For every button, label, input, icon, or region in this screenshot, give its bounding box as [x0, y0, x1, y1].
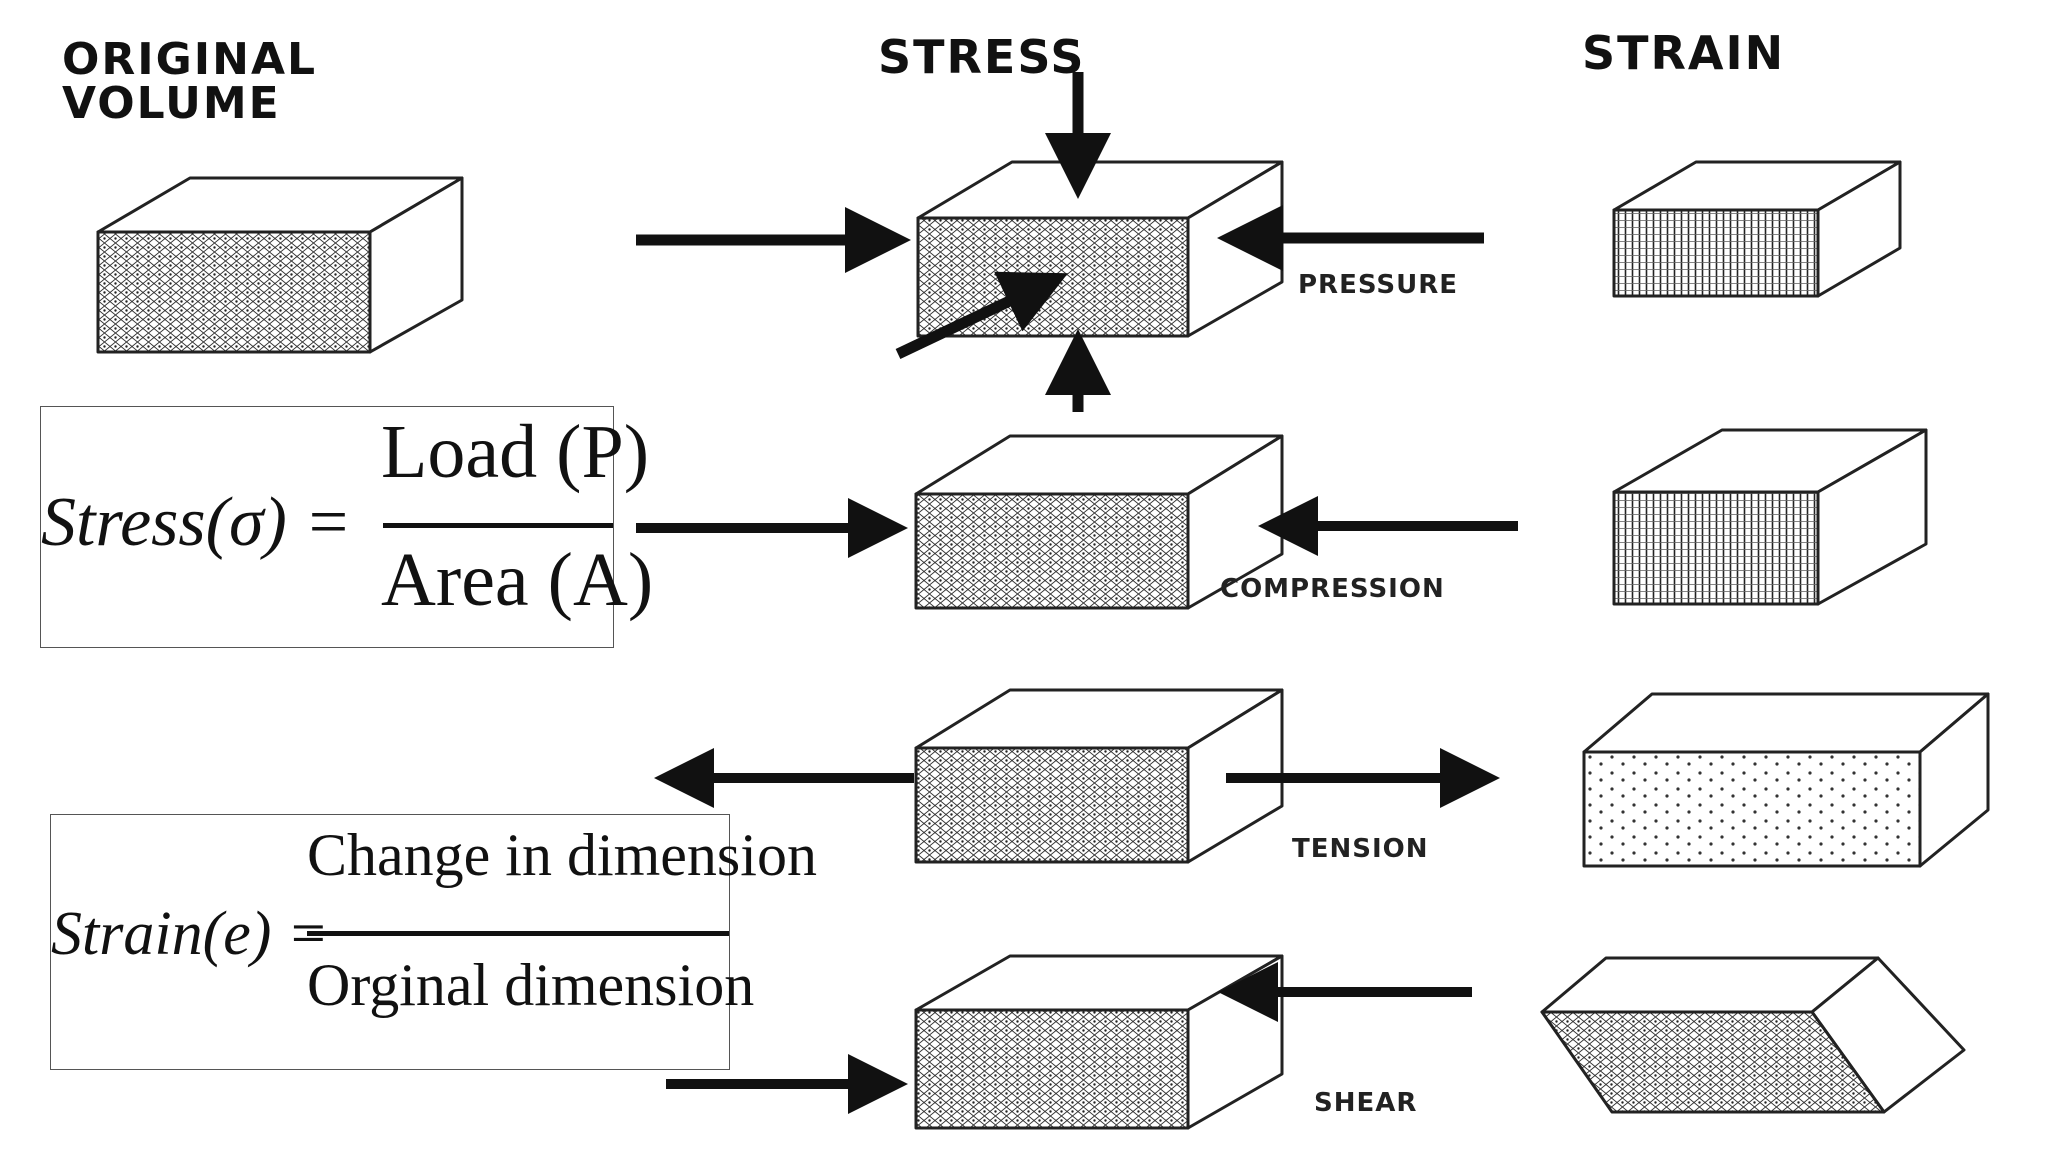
- shear-label: SHEAR: [1314, 1088, 1418, 1118]
- stress-formula-numerator: Load (P): [381, 410, 650, 494]
- shear-stress-cube: [914, 954, 1284, 1130]
- strain-formula-numerator: Change in dimension: [307, 822, 817, 888]
- stress-formula-denominator: Area (A): [381, 538, 654, 622]
- strain-formula-denominator: Orginal dimension: [307, 952, 755, 1018]
- original-volume-header-line2: VOLUME: [62, 78, 281, 129]
- original-volume-header-line1: ORIGINAL: [62, 34, 318, 85]
- compression-strain-cube: [1612, 428, 1928, 606]
- tension-strain-cube: [1582, 692, 1990, 868]
- compression-stress-cube: [914, 434, 1284, 610]
- pressure-arrow-diagonal: [895, 271, 1068, 359]
- strain-formula-lhs: Strain(e) =: [51, 900, 329, 968]
- original-volume-cube: [96, 176, 464, 354]
- pressure-label: PRESSURE: [1298, 270, 1459, 300]
- strain-formula-fraction-bar: [307, 931, 729, 936]
- strain-formula-box: Strain(e) = Change in dimension Orginal …: [50, 814, 817, 1070]
- compression-arrows: [636, 496, 1518, 558]
- strain-header: STRAIN: [1582, 26, 1786, 80]
- pressure-arrows: [636, 72, 1484, 412]
- stress-header: STRESS: [878, 30, 1086, 84]
- shear-arrows: [666, 962, 1472, 1114]
- stress-formula-lhs: Stress(σ) =: [41, 484, 352, 561]
- pressure-strain-cube: [1612, 160, 1902, 298]
- tension-label: TENSION: [1292, 834, 1429, 864]
- tension-stress-cube: [914, 688, 1284, 864]
- stress-formula-fraction-bar: [383, 523, 613, 528]
- shear-strain-cube: [1540, 956, 1966, 1114]
- compression-label: COMPRESSION: [1220, 574, 1445, 604]
- stress-formula-box: Stress(σ) = Load (P) Area (A): [40, 406, 654, 648]
- original-volume-header: ORIGINAL VOLUME: [62, 38, 317, 126]
- pressure-stress-cube: [916, 160, 1284, 338]
